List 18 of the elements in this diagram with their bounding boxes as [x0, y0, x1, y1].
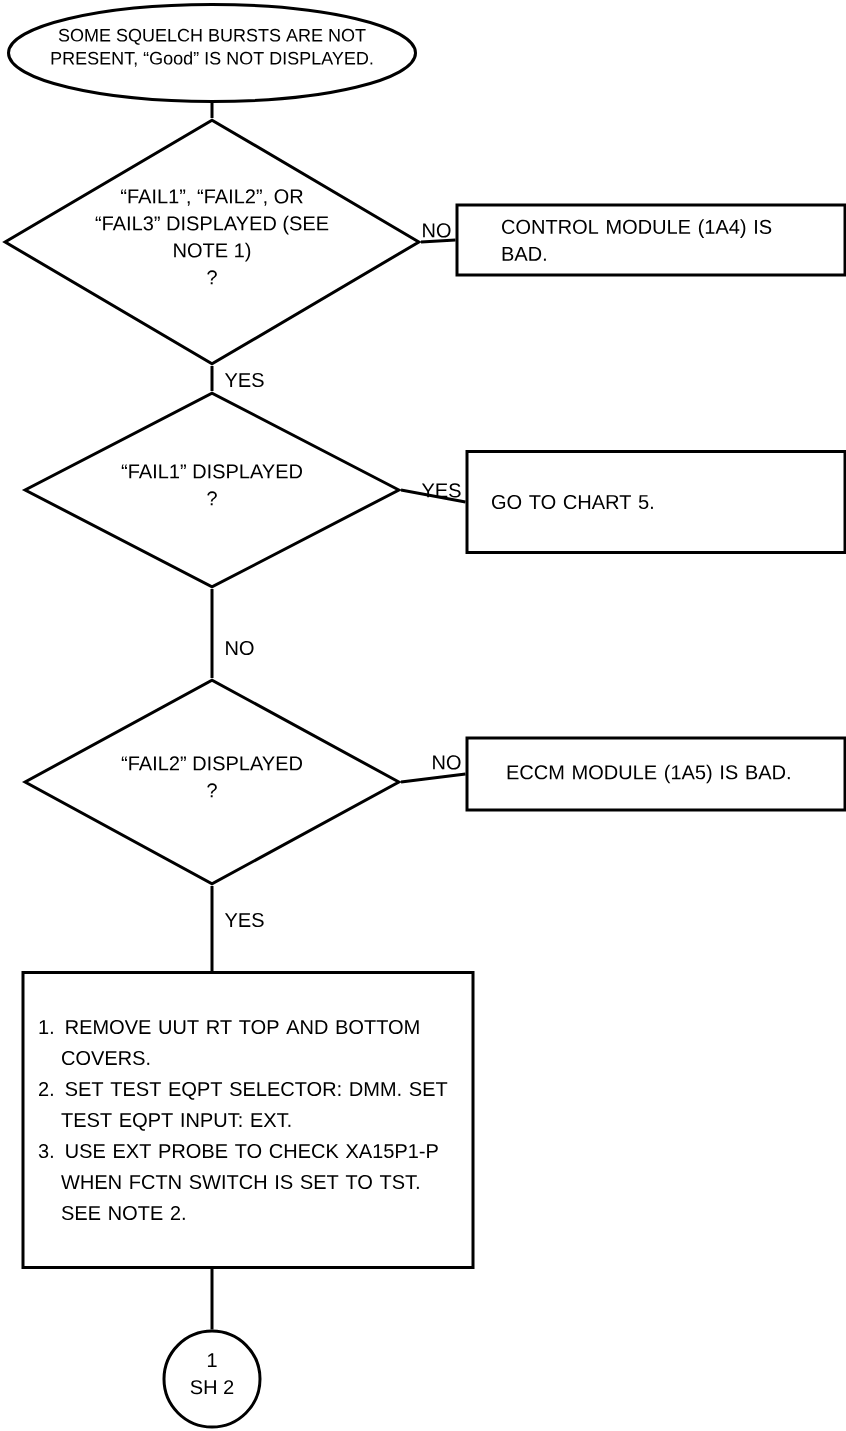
- process-box: 1. REMOVE UUT RT TOP AND BOTTOM COVERS. 2. SET TEST EQPT SELECTOR: DMM. SET TEST EQPT INPUT: EXT. 3. USE EXT PROBE TO CHECK XA15P1-P WHEN FCTN SWITCH IS SET TO TST. SEE NOTE 2.: [21, 971, 475, 1269]
- connector-line: [400, 488, 466, 504]
- process-box: CONTROL MODULE (1A4) IS BAD.: [455, 203, 846, 277]
- edge-label: NO: [433, 755, 461, 770]
- process-box: ECCM MODULE (1A5) IS BAD.: [465, 736, 846, 812]
- edge-label: NO: [423, 223, 451, 238]
- process-box: GO TO CHART 5.: [465, 450, 846, 554]
- connector-line: [400, 772, 466, 784]
- connector-line: [210, 366, 214, 391]
- connector-line: [210, 589, 214, 678]
- connector-line: [420, 238, 456, 244]
- edge-label: YES: [224, 912, 264, 928]
- terminal-oval: SOME SQUELCH BURSTS ARE NOT PRESENT, “Good” IS NOT DISPLAYED.: [7, 3, 417, 103]
- edge-label: NO: [226, 640, 254, 656]
- connector-line: [210, 103, 214, 118]
- connector-line: [210, 886, 214, 971]
- connector-line: [210, 1269, 214, 1330]
- edge-label: YES: [224, 372, 264, 388]
